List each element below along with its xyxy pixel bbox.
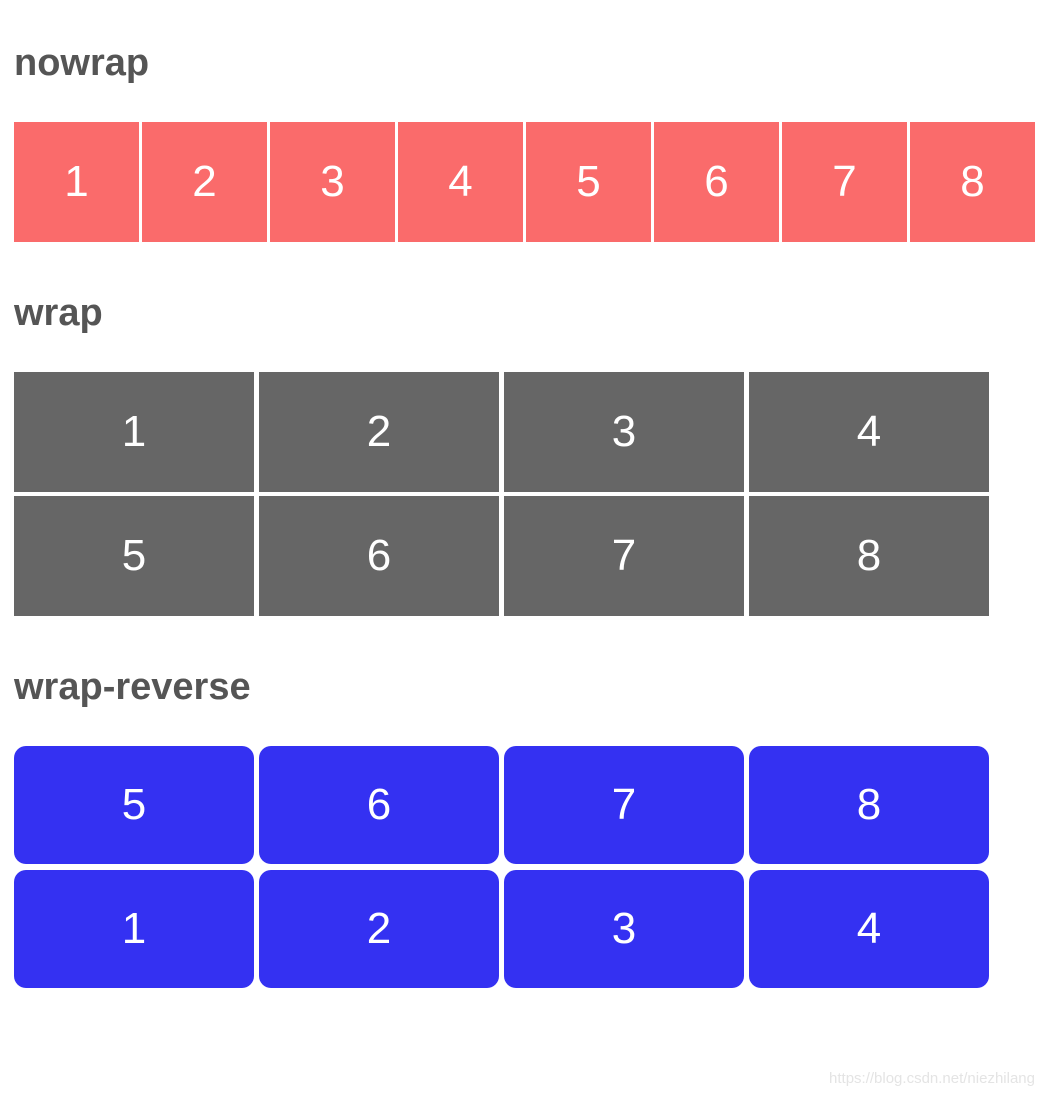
nowrap-item: 4 [398,122,523,242]
wrap-item: 3 [504,372,744,492]
wrap-reverse-item: 7 [504,746,744,864]
watermark: https://blog.csdn.net/niezhilang [829,1070,1035,1087]
wrap-item: 8 [749,496,989,616]
wrap-item: 4 [749,372,989,492]
section-title-wrap: wrap [14,292,103,334]
wrap-flex-container: 1 2 3 4 5 6 7 8 [14,372,989,616]
wrap-reverse-item: 5 [14,746,254,864]
wrap-reverse-item: 6 [259,746,499,864]
wrap-reverse-flex-container: 1 2 3 4 5 6 7 8 [14,746,989,988]
wrap-reverse-item: 8 [749,746,989,864]
nowrap-item: 8 [910,122,1035,242]
section-title-wrap-reverse: wrap-reverse [14,666,251,708]
wrap-item: 7 [504,496,744,616]
nowrap-item: 1 [14,122,139,242]
wrap-item: 2 [259,372,499,492]
wrap-item: 1 [14,372,254,492]
flex-wrap-demo-page: nowrap 1 2 3 4 5 6 7 8 wrap 1 2 3 4 5 6 … [0,44,1047,988]
wrap-reverse-item: 3 [504,870,744,988]
wrap-item: 5 [14,496,254,616]
nowrap-flex-container: 1 2 3 4 5 6 7 8 [14,122,1035,242]
nowrap-item: 2 [142,122,267,242]
nowrap-item: 6 [654,122,779,242]
nowrap-item: 5 [526,122,651,242]
nowrap-item: 3 [270,122,395,242]
wrap-item: 6 [259,496,499,616]
section-title-nowrap: nowrap [14,42,150,84]
wrap-reverse-item: 4 [749,870,989,988]
wrap-reverse-item: 2 [259,870,499,988]
wrap-reverse-item: 1 [14,870,254,988]
nowrap-item: 7 [782,122,907,242]
